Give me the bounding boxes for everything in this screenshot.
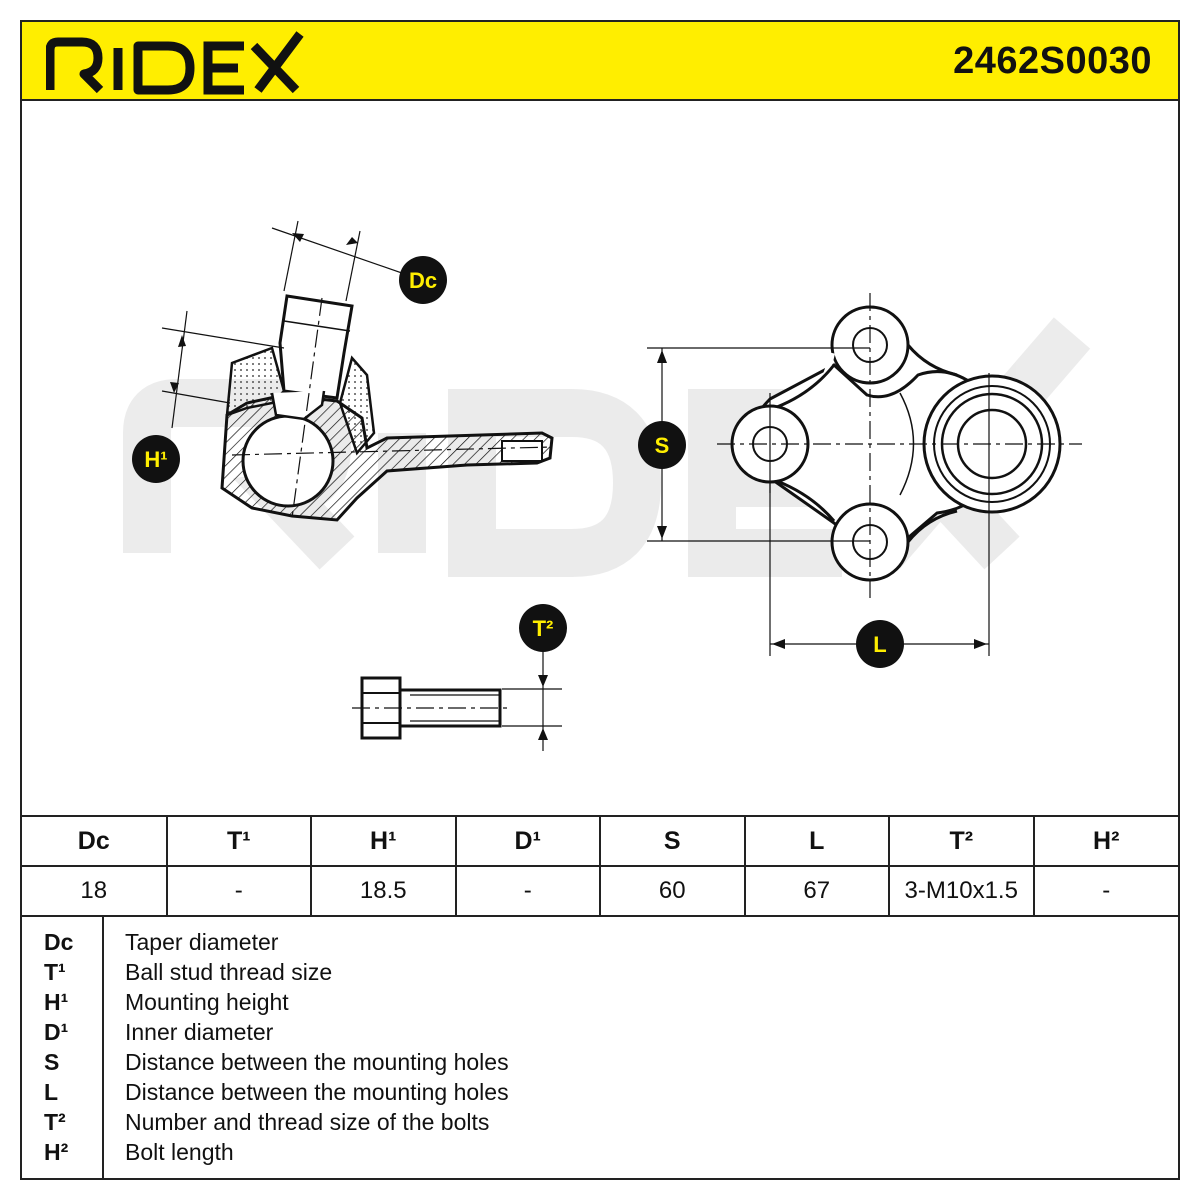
spec-value-s: 60 (599, 865, 746, 917)
legend-description: Number and thread size of the bolts (125, 1109, 490, 1135)
legend-code: H² (44, 1139, 69, 1165)
legend-item: D¹ Inner diameter (22, 1017, 1178, 1047)
spec-header-d1: D¹ (454, 815, 601, 867)
legend-description: Mounting height (125, 989, 289, 1015)
legend-item: H² Bolt length (22, 1137, 1178, 1167)
mounting-bolt (352, 648, 562, 751)
ball-joint-top-view (647, 293, 1082, 656)
spec-header-t1: T¹ (165, 815, 312, 867)
spec-header-h2: H² (1032, 815, 1178, 867)
spec-value-row: 18 - 18.5 - 60 67 3-M10x1.5 - (22, 865, 1178, 917)
legend-description: Ball stud thread size (125, 959, 333, 985)
spec-value-t2: 3-M10x1.5 (888, 865, 1035, 917)
legend-item: L Distance between the mounting holes (22, 1077, 1178, 1107)
svg-text:L: L (873, 632, 886, 657)
ball-joint-side-view (161, 220, 554, 522)
svg-text:H¹: H¹ (144, 447, 167, 472)
legend-code: D¹ (44, 1019, 69, 1045)
spec-header-dc: Dc (22, 815, 168, 867)
legend-description: Bolt length (125, 1139, 234, 1165)
spec-header-h1: H¹ (310, 815, 457, 867)
badge-dc: Dc (399, 256, 447, 304)
spec-header-l: L (743, 815, 890, 867)
legend-description: Taper diameter (125, 929, 279, 955)
spec-value-d1: - (454, 865, 601, 917)
svg-text:Dc: Dc (409, 268, 437, 293)
technical-drawing: Dc H¹ (22, 103, 1178, 815)
drawing-canvas: Dc H¹ (123, 220, 1091, 751)
legend-code: T¹ (44, 959, 66, 985)
svg-text:S: S (655, 433, 670, 458)
legend-code: Dc (44, 929, 74, 955)
spec-header-s: S (599, 815, 746, 867)
legend-code: H¹ (44, 989, 69, 1015)
legend-divider (102, 915, 104, 1180)
legend-item: T² Number and thread size of the bolts (22, 1107, 1178, 1137)
spec-header-t2: T² (888, 815, 1035, 867)
spec-value-h1: 18.5 (310, 865, 457, 917)
legend-description: Distance between the mounting holes (125, 1079, 509, 1105)
legend-description: Inner diameter (125, 1019, 274, 1045)
legend-code: L (44, 1079, 59, 1105)
legend-item: H¹ Mounting height (22, 987, 1178, 1017)
legend-code: S (44, 1049, 60, 1075)
part-number: 2462S0030 (953, 40, 1152, 82)
spec-header-row: Dc T¹ H¹ D¹ S L T² H² (22, 815, 1178, 867)
legend-item: Dc Taper diameter (22, 927, 1178, 957)
svg-text:T²: T² (533, 616, 554, 641)
legend: Dc Taper diameter T¹ Ball stud thread si… (22, 915, 1178, 1180)
spec-value-h2: - (1032, 865, 1178, 917)
legend-code: T² (44, 1109, 66, 1135)
specification-table: Dc T¹ H¹ D¹ S L T² H² 18 - 18.5 - 60 67 … (22, 815, 1178, 917)
spec-value-t1: - (165, 865, 312, 917)
header-bar: 2462S0030 (22, 22, 1178, 101)
ridex-logo (46, 31, 304, 95)
badge-l: L (856, 620, 904, 668)
legend-item: S Distance between the mounting holes (22, 1047, 1178, 1077)
badge-t2: T² (519, 604, 567, 652)
legend-item: T¹ Ball stud thread size (22, 957, 1178, 987)
legend-description: Distance between the mounting holes (125, 1049, 509, 1075)
badge-h1: H¹ (132, 435, 180, 483)
spec-value-l: 67 (743, 865, 890, 917)
product-sheet: 2462S0030 (20, 20, 1180, 1180)
badge-s: S (638, 421, 686, 469)
spec-value-dc: 18 (22, 865, 168, 917)
